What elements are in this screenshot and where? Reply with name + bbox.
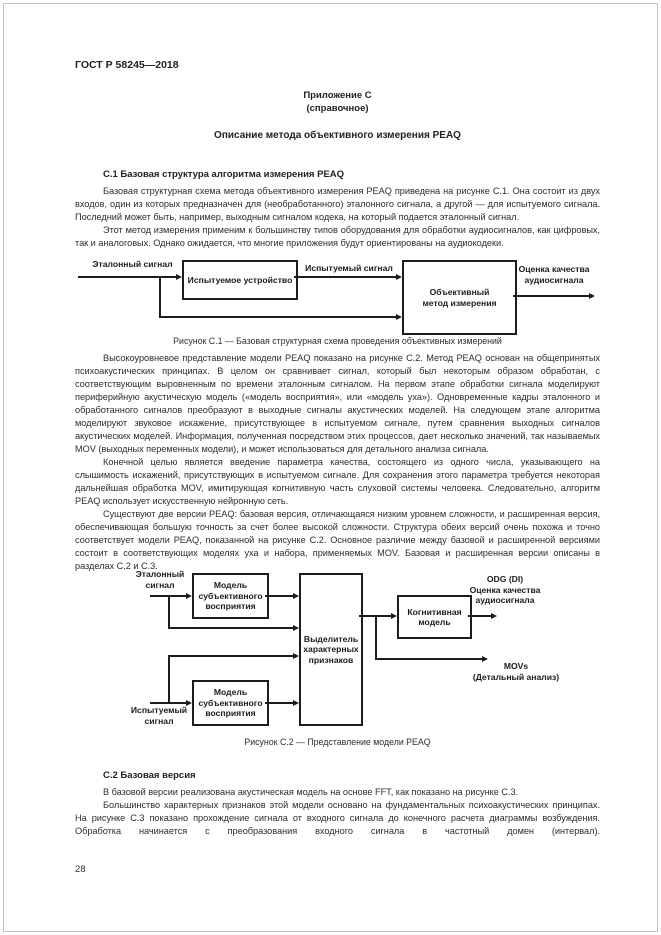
fig-c2-perceptual-model-top-box: Модель субъективного восприятия	[192, 573, 269, 619]
arrow-icon	[176, 274, 182, 280]
flow-line	[168, 595, 170, 629]
arrow-icon	[491, 613, 497, 619]
fig-c1-device-under-test-box: Испытуемое устройство	[182, 260, 298, 300]
figure-c2-diagram: Эталонный сигнал Модель субъективного во…	[75, 565, 600, 733]
flow-line	[168, 655, 293, 657]
arrow-icon	[293, 625, 299, 631]
flow-line	[265, 702, 293, 704]
fig-c2-cognitive-model-box: Когнитивная модель	[397, 595, 472, 639]
flow-line	[159, 316, 396, 318]
page-border	[3, 3, 658, 932]
flow-line	[159, 276, 161, 318]
fig-c2-movs-output-label: MOVs (Детальный анализ)	[472, 661, 560, 682]
flow-line	[265, 595, 293, 597]
flow-line	[359, 615, 377, 617]
fig-c1-test-signal-label: Испытуемый сигнал	[305, 263, 393, 273]
flow-line	[513, 295, 589, 297]
paragraph: В базовой версии реализована акустическа…	[103, 787, 519, 797]
page-title: Описание метода объективного измерения P…	[214, 130, 461, 141]
fig-c2-odg-output-label: ODG (DI) Оценка качества аудиосигнала	[469, 574, 541, 605]
arrow-icon	[589, 293, 595, 299]
flow-line	[468, 615, 491, 617]
section-c1-heading: С.1 Базовая структура алгоритма измерени…	[103, 169, 345, 180]
appendix-note: (справочное)	[306, 103, 369, 114]
figure-c1-caption: Рисунок С.1 — Базовая структурная схема …	[173, 336, 502, 346]
fig-c2-feature-extractor-box: Выделитель характерных признаков	[299, 573, 363, 726]
arrow-icon	[482, 656, 488, 662]
section-c2-body: В базовой версии реализована акустическа…	[75, 786, 600, 838]
flow-line	[168, 655, 170, 704]
arrow-icon	[391, 613, 397, 619]
page-number: 28	[75, 864, 86, 875]
fig-c2-test-signal-label: Испытуемый сигнал	[130, 705, 188, 726]
paragraph: Большинство характерных признаков этой м…	[75, 800, 600, 836]
arrow-icon	[293, 700, 299, 706]
arrow-icon	[396, 274, 402, 280]
paragraph: Высокоуровневое представление модели PEA…	[75, 353, 600, 454]
arrow-icon	[396, 314, 402, 320]
flow-line	[78, 276, 176, 278]
fig-c2-perceptual-model-bottom-box: Модель субъективного восприятия	[192, 680, 269, 726]
flow-line	[375, 615, 391, 617]
fig-c1-reference-signal-label: Эталонный сигнал	[92, 259, 173, 269]
paragraph: Базовая структурная схема метода объекти…	[75, 186, 600, 222]
arrow-icon	[293, 593, 299, 599]
paragraph: Этот метод измерения применим к большинс…	[75, 225, 600, 248]
appendix-label: Приложение С	[303, 90, 372, 101]
fig-c1-output-label: Оценка качества аудиосигнала	[518, 264, 590, 285]
arrow-icon	[186, 593, 192, 599]
arrow-icon	[186, 700, 192, 706]
fig-c2-reference-signal-label: Эталонный сигнал	[135, 569, 185, 590]
flow-line	[168, 627, 293, 629]
flow-line	[150, 702, 186, 704]
fig-c1-objective-method-box: Объективный метод измерения	[402, 260, 517, 335]
flow-line	[375, 615, 377, 660]
section-c1-body: Высокоуровневое представление модели PEA…	[75, 352, 600, 573]
section-c2-heading: С.2 Базовая версия	[103, 770, 196, 781]
paragraph: Существуют две версии PEAQ: базовая верс…	[75, 509, 600, 571]
flow-line	[375, 658, 482, 660]
flow-line	[294, 276, 396, 278]
figure-c2-caption: Рисунок С.2 — Представление модели PEAQ	[244, 737, 431, 747]
section-c1-intro: Базовая структурная схема метода объекти…	[75, 185, 600, 250]
doc-number: ГОСТ Р 58245—2018	[75, 59, 179, 71]
figure-c1-diagram: Эталонный сигнал Испытуемое устройство И…	[75, 253, 600, 337]
paragraph: Конечной целью является введение парамет…	[75, 457, 600, 506]
arrow-icon	[293, 653, 299, 659]
